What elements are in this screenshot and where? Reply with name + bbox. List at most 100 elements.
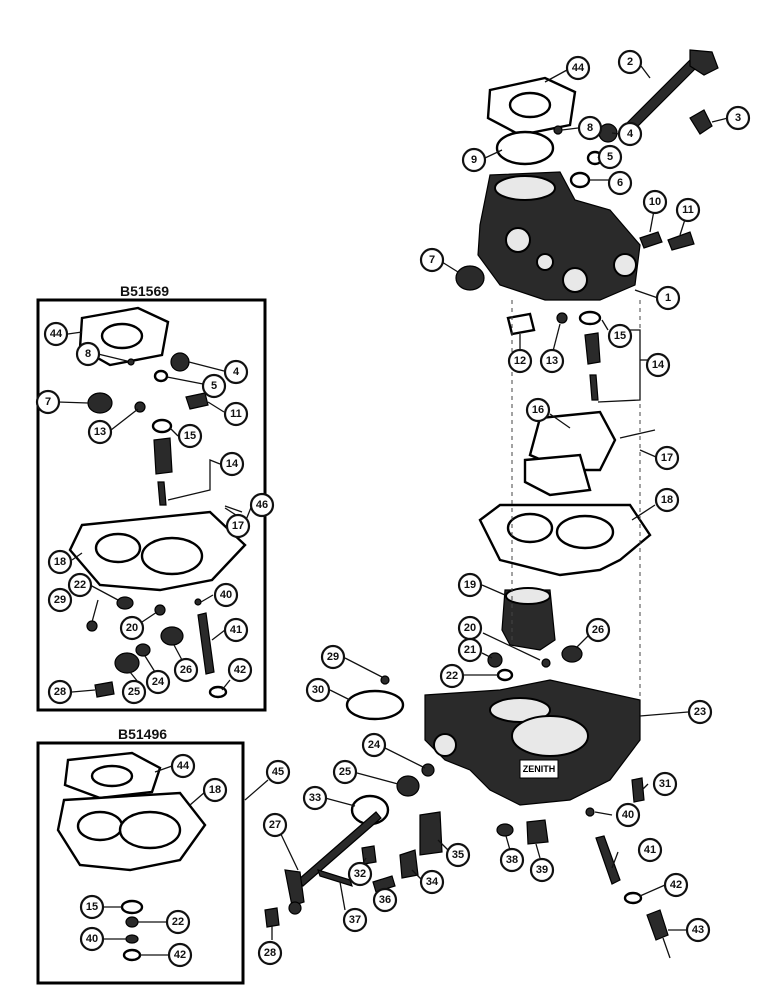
callout-39: 39: [529, 857, 555, 883]
callout-43: 43: [685, 917, 711, 943]
svg-text:46: 46: [256, 499, 268, 511]
callout-34: 34: [419, 869, 445, 895]
svg-text:42: 42: [234, 664, 246, 676]
svg-text:31: 31: [659, 778, 671, 790]
svg-text:17: 17: [661, 452, 673, 464]
svg-text:20: 20: [126, 622, 138, 634]
main-assembly: ZENITH: [264, 49, 719, 959]
svg-text:13: 13: [94, 426, 106, 438]
svg-text:5: 5: [607, 151, 613, 163]
svg-text:5: 5: [211, 380, 217, 392]
callout-32: 32: [347, 861, 373, 887]
svg-text:10: 10: [649, 196, 661, 208]
callout-8: 8: [577, 115, 603, 141]
callout-2: 2: [617, 49, 643, 75]
svg-text:38: 38: [506, 854, 518, 866]
kit1-callout-5: 5: [201, 373, 227, 399]
callout-16: 16: [525, 397, 551, 423]
callout-22: 22: [439, 663, 465, 689]
kit1-callout-18: 18: [47, 549, 73, 575]
svg-text:25: 25: [128, 686, 140, 698]
svg-text:40: 40: [220, 589, 232, 601]
kit1-callout-46: 46: [249, 492, 275, 518]
callout-19: 19: [457, 572, 483, 598]
kit1-callout-14: 14: [219, 451, 245, 477]
choke-disc: [495, 130, 555, 166]
kit-box-b51496: B51496: [36, 726, 245, 985]
venturi: [501, 589, 556, 651]
spring: [317, 869, 353, 887]
zenith-logo: ZENITH: [523, 764, 556, 774]
plug: [455, 265, 485, 291]
kit1-callout-4: 4: [223, 359, 249, 385]
kit1-callout-15: 15: [177, 423, 203, 449]
callout-4: 4: [617, 121, 643, 147]
kit1-callout-44: 44: [43, 321, 69, 347]
svg-text:18: 18: [661, 494, 673, 506]
kit1-callout-26: 26: [173, 657, 199, 683]
svg-text:19: 19: [464, 579, 476, 591]
leader-lines: [57, 61, 729, 956]
svg-text:37: 37: [349, 914, 361, 926]
kit2-callout-22: 22: [165, 909, 191, 935]
callout-44: 44: [565, 55, 591, 81]
callout-10: 10: [642, 189, 668, 215]
svg-text:15: 15: [614, 330, 626, 342]
svg-text:8: 8: [85, 348, 91, 360]
kit1-callout-8: 8: [75, 341, 101, 367]
svg-text:17: 17: [232, 520, 244, 532]
kit2-callout-42: 42: [167, 942, 193, 968]
svg-text:4: 4: [627, 128, 634, 140]
kit1-callout-11: 11: [223, 401, 249, 427]
callout-13: 13: [539, 348, 565, 374]
svg-text:14: 14: [652, 359, 665, 371]
svg-text:44: 44: [177, 760, 190, 772]
svg-text:8: 8: [587, 122, 593, 134]
kit1-callout-40: 40: [213, 582, 239, 608]
kit1-callout-42: 42: [227, 657, 253, 683]
svg-text:27: 27: [269, 819, 281, 831]
svg-text:45: 45: [272, 766, 284, 778]
throttle-plate: [345, 689, 405, 721]
svg-text:42: 42: [670, 879, 682, 891]
callout-25: 25: [332, 759, 358, 785]
svg-text:44: 44: [572, 62, 585, 74]
callout-7: 7: [419, 247, 445, 273]
kit-box-b51569: B51569: [36, 283, 267, 712]
carburetor-body: [477, 171, 641, 301]
callout-17: 17: [654, 445, 680, 471]
callout-11: 11: [675, 197, 701, 223]
svg-text:18: 18: [54, 556, 66, 568]
svg-text:39: 39: [536, 864, 548, 876]
svg-text:16: 16: [532, 404, 544, 416]
screw: [689, 109, 713, 135]
kit1-callout-28: 28: [47, 679, 73, 705]
kit1-callout-25: 25: [121, 679, 147, 705]
callout-30: 30: [305, 677, 331, 703]
callout-35: 35: [445, 842, 471, 868]
callout-28: 28: [257, 940, 283, 966]
kit1-callout-17: 17: [225, 513, 251, 539]
svg-text:20: 20: [464, 622, 476, 634]
svg-text:7: 7: [429, 254, 435, 266]
svg-text:18: 18: [209, 784, 221, 796]
callout-5: 5: [597, 144, 623, 170]
callout-31: 31: [652, 771, 678, 797]
svg-text:23: 23: [694, 706, 706, 718]
callout-42: 42: [663, 872, 689, 898]
svg-text:30: 30: [312, 684, 324, 696]
kit2-callout-45: 45: [265, 759, 291, 785]
svg-text:25: 25: [339, 766, 351, 778]
kit1-callout-41: 41: [223, 617, 249, 643]
svg-text:33: 33: [309, 792, 321, 804]
svg-text:14: 14: [226, 458, 239, 470]
svg-text:26: 26: [592, 624, 604, 636]
callout-14: 14: [645, 352, 671, 378]
svg-text:4: 4: [233, 366, 240, 378]
callout-6: 6: [607, 170, 633, 196]
svg-text:42: 42: [174, 949, 186, 961]
callout-24: 24: [361, 732, 387, 758]
float: [528, 410, 617, 472]
callout-33: 33: [302, 785, 328, 811]
